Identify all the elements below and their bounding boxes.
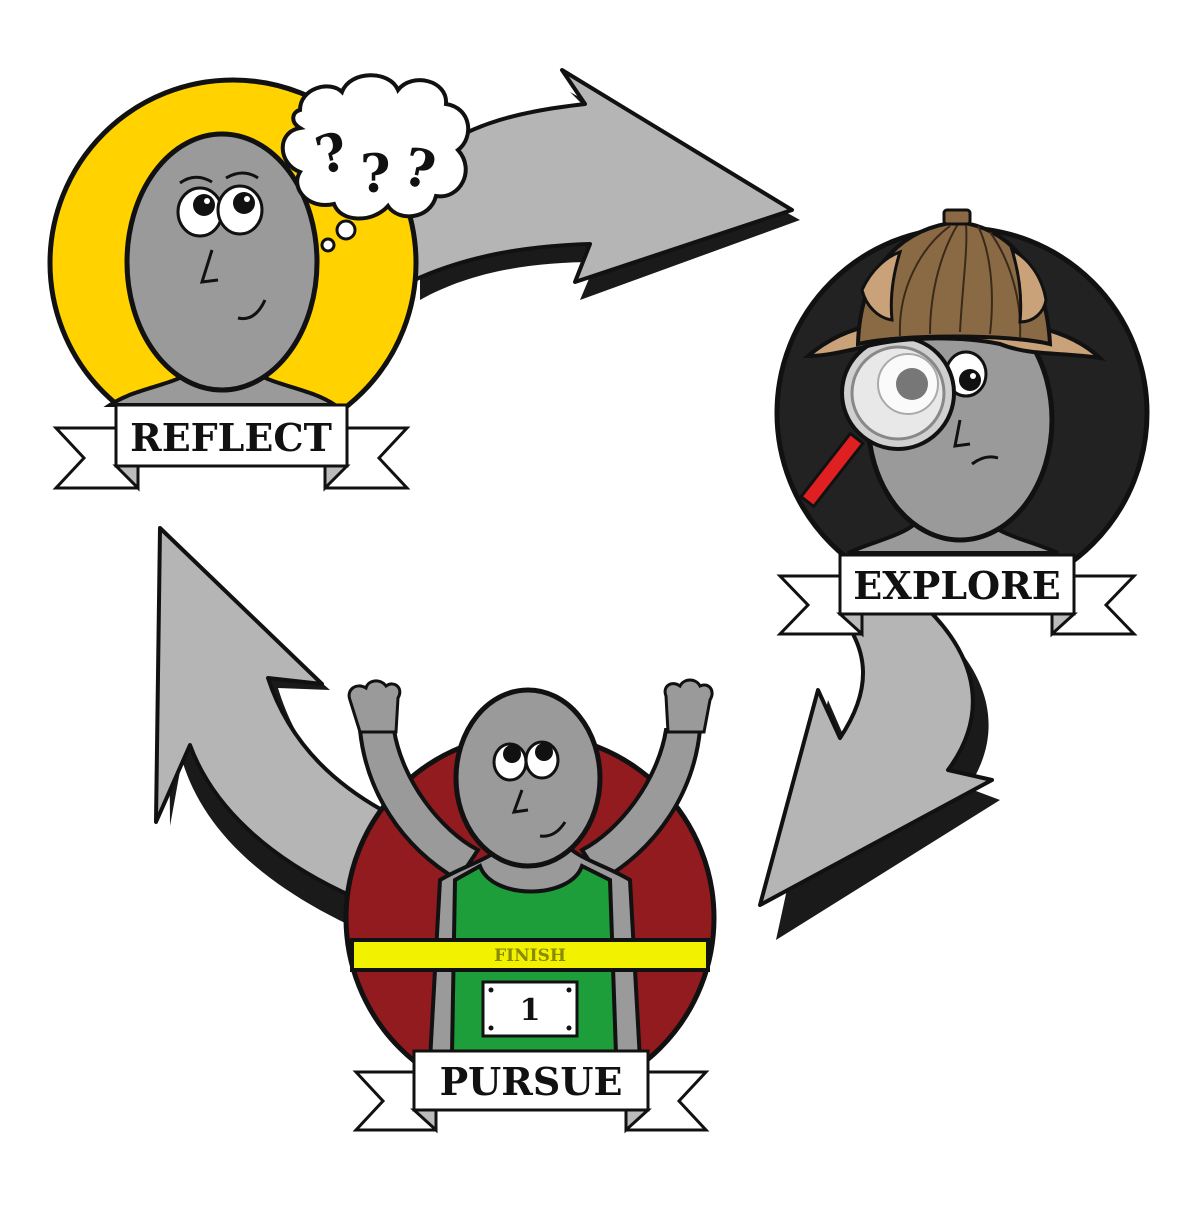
left-pupil: [503, 745, 521, 763]
head: [127, 134, 317, 390]
right-pupil: [535, 743, 553, 761]
explore-label: EXPLORE: [853, 563, 1060, 608]
right-pupil: [233, 192, 255, 214]
left-pupil: [193, 194, 215, 216]
bubble-dot-small: [322, 239, 334, 251]
right-fist-icon: [665, 680, 712, 732]
bib-pin: [567, 988, 572, 993]
race-bib: 1: [483, 982, 577, 1036]
reflect-ribbon: REFLECT: [56, 405, 407, 488]
hat-button: [944, 210, 970, 224]
arrow-body: [410, 70, 792, 282]
reflect-label: REFLECT: [130, 415, 332, 460]
bib-pin: [567, 1026, 572, 1031]
arrow-explore-to-pursue: [760, 600, 1000, 940]
explore-stage: EXPLORE: [777, 210, 1147, 634]
question-mark-2: ?: [360, 144, 390, 205]
eye-glint: [970, 373, 976, 379]
pursue-label: PURSUE: [440, 1059, 623, 1104]
explore-ribbon: EXPLORE: [780, 555, 1134, 634]
left-fist-icon: [349, 681, 400, 732]
reflect-stage: ? ? ? REFLECT: [50, 75, 468, 488]
bib-pin: [489, 988, 494, 993]
head: [456, 690, 600, 866]
bubble-dot-medium: [337, 221, 355, 239]
pursue-stage: FINISH 1 PURSUE: [346, 680, 714, 1130]
right-pupil: [959, 369, 981, 391]
arrow-reflect-to-explore: [410, 70, 800, 300]
right-glint: [244, 196, 250, 202]
finish-tape: FINISH: [352, 940, 708, 970]
finish-tape-text: FINISH: [494, 946, 566, 966]
race-bib-number: 1: [520, 993, 541, 1028]
bib-pin: [489, 1026, 494, 1031]
left-glint: [204, 198, 210, 204]
magnified-pupil: [896, 368, 928, 400]
pursue-ribbon: PURSUE: [356, 1051, 706, 1130]
